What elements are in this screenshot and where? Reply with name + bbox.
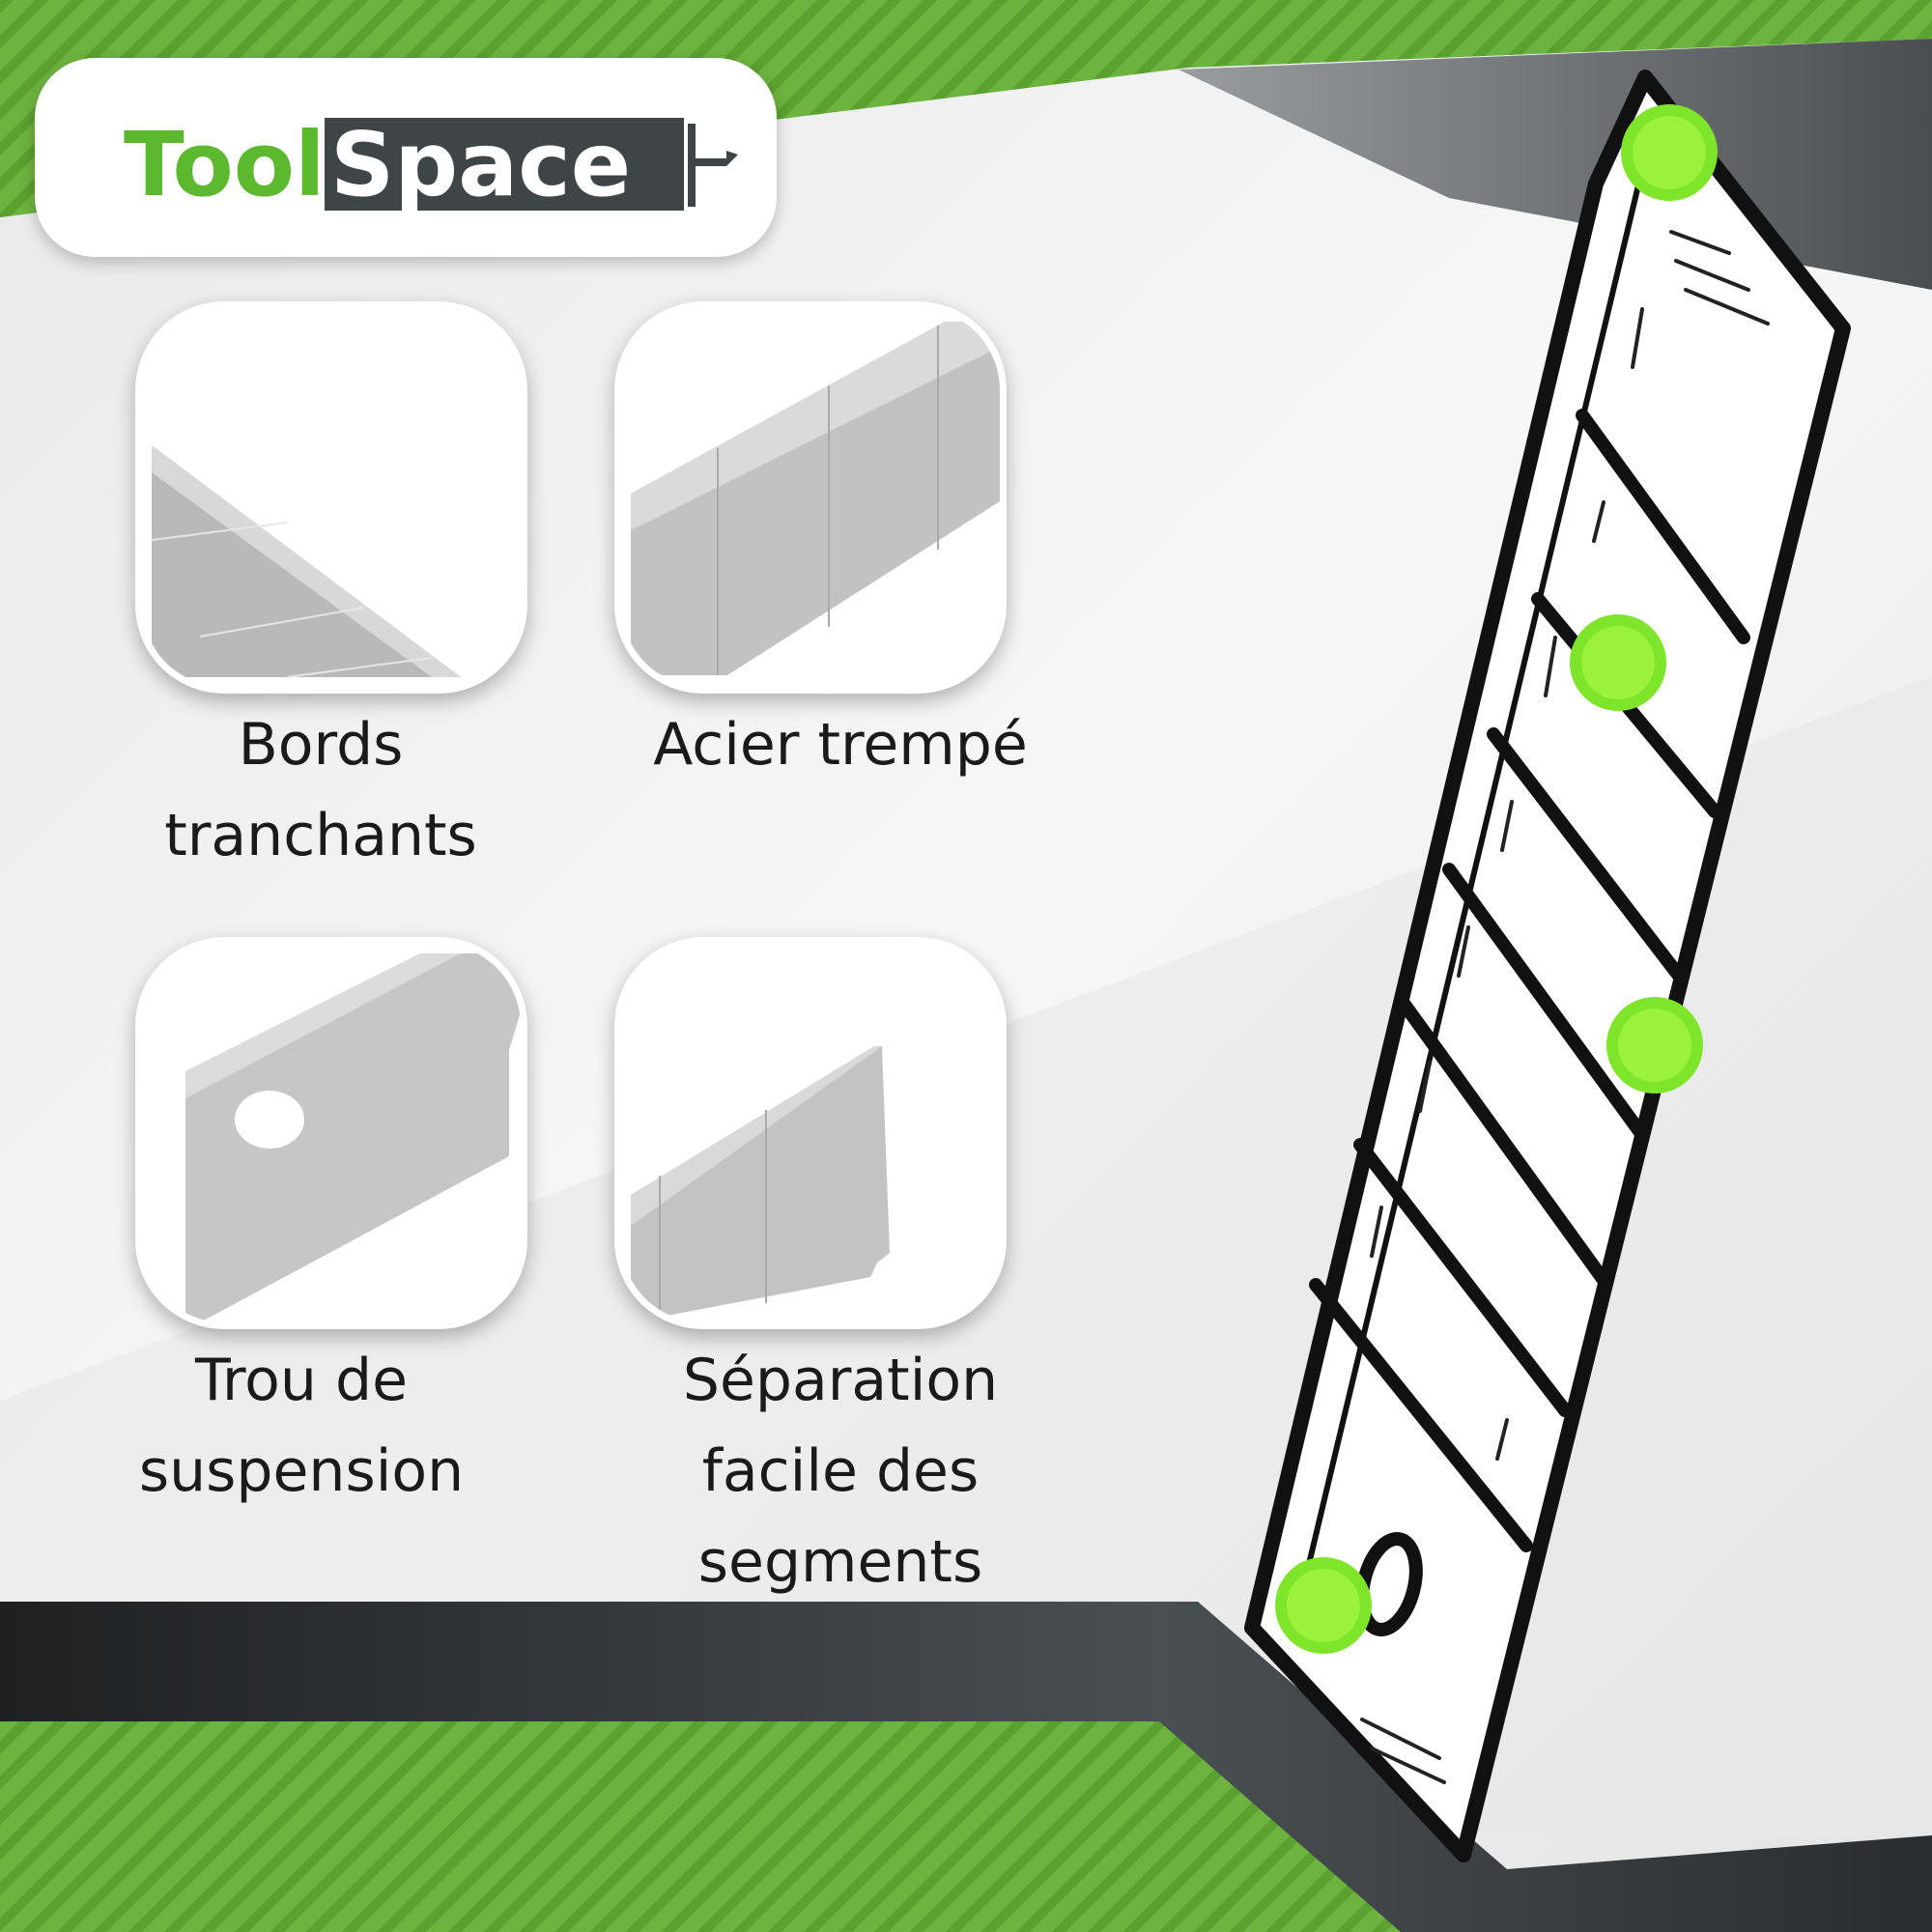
- marker-dot: [1581, 626, 1655, 699]
- caption-hanging-hole: Trou de suspension: [77, 1335, 526, 1517]
- caption-line: Trou de: [195, 1347, 408, 1414]
- blade-steel-closeup-icon: [631, 322, 1000, 675]
- segment-lines: [1309, 409, 1750, 1552]
- blade-hatching: [1360, 230, 1770, 1784]
- blade-edge-closeup-icon: [151, 445, 461, 678]
- marker-dot: [1618, 1009, 1691, 1082]
- feature-tile-sharp-edges: [135, 301, 527, 694]
- caption-line: tranchants: [164, 802, 477, 869]
- caption-line: facile des: [701, 1437, 980, 1505]
- feature-markers: [1275, 104, 1718, 1654]
- caption-line: Bords: [238, 711, 404, 779]
- logo-word-space: Space: [330, 113, 631, 216]
- logo-word-tool: Tool: [124, 113, 325, 216]
- feature-tile-hanging-hole: [135, 937, 527, 1329]
- marker-dot: [1287, 1569, 1360, 1642]
- blade-body: [1244, 70, 1851, 1862]
- caption-sharp-edges: Bords tranchants: [97, 699, 545, 881]
- feature-tile-segment-separation: [614, 937, 1007, 1329]
- feature-tile-hardened-steel: [614, 301, 1007, 694]
- blade-hole-closeup-icon: [185, 953, 521, 1322]
- logo-card: Tool Space: [35, 58, 777, 257]
- toolspace-logo: Tool Space: [124, 113, 738, 216]
- caption-line: segments: [697, 1528, 983, 1596]
- caption-hardened-steel: Acier trempé: [599, 699, 1082, 790]
- utility-knife-icon: [688, 124, 738, 207]
- blade-hole: [1355, 1532, 1423, 1636]
- snap-off-blade-illustration: [1244, 70, 1851, 1862]
- logo-space-box: [325, 118, 684, 211]
- caption-line: suspension: [138, 1437, 465, 1505]
- caption-line: Acier trempé: [653, 711, 1028, 779]
- caption-line: Séparation: [682, 1347, 999, 1414]
- marker-dot: [1633, 116, 1706, 189]
- hanging-hole-icon: [235, 1091, 304, 1149]
- caption-segment-separation: Séparation facile des segments: [599, 1335, 1082, 1607]
- blade-segment-closeup-icon: [631, 1046, 890, 1322]
